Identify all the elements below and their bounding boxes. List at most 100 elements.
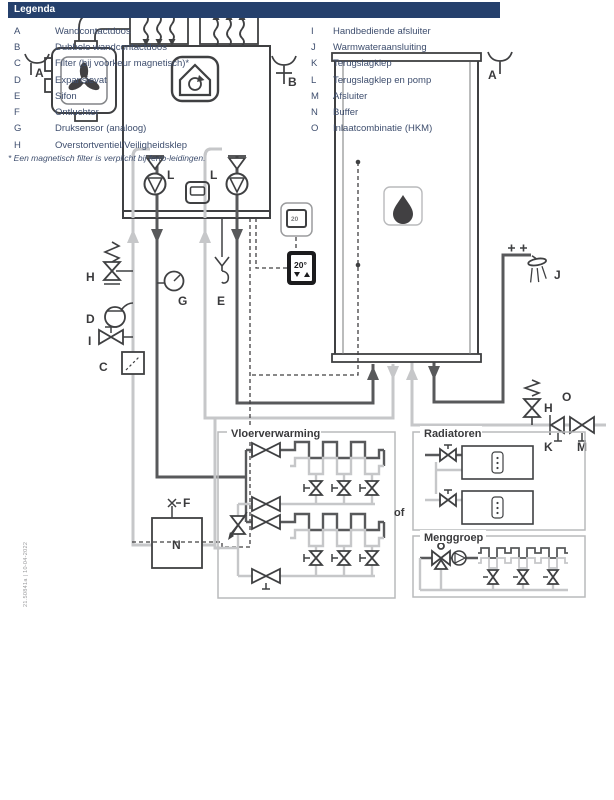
- pipe-dhw-supply: [235, 156, 375, 405]
- inlet-combination: H O K M: [521, 379, 595, 454]
- label-o: O: [562, 390, 571, 404]
- label-n: N: [172, 538, 181, 552]
- label-i: I: [88, 334, 91, 348]
- pressure-gauge-g: [157, 270, 185, 292]
- floor-coil-supply: [290, 512, 384, 532]
- mixing-group-box: Menggroep: [412, 530, 586, 598]
- legend-key: O: [311, 123, 319, 135]
- legend-key: F: [14, 107, 20, 119]
- tank-sensor-dot: [355, 262, 361, 268]
- buffer-tank: N F: [151, 496, 203, 569]
- safety-valve-h-right: [521, 379, 543, 425]
- label-e: E: [217, 294, 225, 308]
- legend-footnote: * Een magnetisch filter is verplicht bij…: [8, 153, 206, 163]
- legend-label: Afsluiter: [333, 90, 368, 102]
- floor-heating-title: Vloerverwarming: [231, 428, 320, 440]
- socket-b: B: [271, 55, 297, 89]
- arrow-cold-in: [406, 366, 418, 380]
- legend-item: E Sifon: [8, 88, 189, 104]
- legend-key: N: [311, 107, 318, 119]
- legend-key: G: [14, 123, 22, 135]
- legend-key: H: [14, 139, 21, 151]
- down-arrow-icon: [142, 39, 150, 46]
- legend-item: K Terugslagklep: [305, 56, 432, 72]
- arrow-supply-down-1: [151, 229, 163, 243]
- legend-key: A: [14, 25, 21, 37]
- label-l-left: L: [167, 168, 174, 182]
- label-a-right: A: [488, 68, 497, 82]
- legend-title: Legenda: [14, 4, 56, 15]
- legend-key: B: [14, 41, 21, 53]
- check-valve-k: [549, 415, 565, 442]
- temp-up-icon: [304, 272, 310, 277]
- shower-icon: [527, 255, 547, 283]
- legend-label: Terugslagklep en pomp: [333, 74, 432, 86]
- legend-key: K: [311, 58, 318, 70]
- legend-title-bar: Legenda: [8, 2, 500, 18]
- socket-a-right: A: [487, 51, 513, 82]
- radiators-title: Radiatoren: [424, 428, 482, 440]
- label-k: K: [544, 440, 553, 454]
- dhw-tank: [331, 52, 482, 363]
- wall-thermostat: 20°: [287, 251, 316, 285]
- legend-item: O Inlaatcombinatie (HKM): [305, 121, 432, 137]
- check-valve-pump-right: [225, 155, 249, 196]
- legend-key: J: [311, 41, 316, 53]
- siphon-e: [214, 218, 230, 284]
- label-m: M: [577, 440, 587, 454]
- hydraulic-schematic: A B A L: [23, 6, 606, 607]
- floor-coil-return: [290, 456, 384, 476]
- bypass-valve: [228, 511, 248, 540]
- label-f: F: [183, 496, 190, 510]
- radiators-box: Radiatoren: [412, 426, 586, 531]
- floor-heating-box: Vloerverwarming: [215, 426, 396, 599]
- label-g: G: [178, 294, 187, 308]
- legend-key: E: [14, 90, 21, 102]
- check-valve-pump-left: [143, 155, 167, 196]
- label-h-right: H: [544, 401, 553, 415]
- legend-item: J Warmwateraansluiting: [305, 39, 432, 55]
- legend-label: Inlaatcombinatie (HKM): [333, 123, 433, 135]
- label-l-right: L: [210, 168, 217, 182]
- legend-label: Warmwateraansluiting: [333, 41, 427, 53]
- label-d: D: [86, 312, 95, 326]
- legend-label: Ontluchter: [55, 107, 99, 119]
- legend-label: Terugslagklep: [333, 58, 392, 70]
- shower: J: [508, 244, 561, 283]
- radiator-valve: [439, 444, 457, 508]
- arrow-hot-out: [428, 366, 440, 380]
- legend-label: Overstortventiel/Veiligheidsklep: [55, 139, 188, 151]
- pipe-cold-feed: [410, 362, 606, 427]
- legend-label: Filter (bij voorkeur magnetisch)*: [55, 58, 190, 70]
- expansion-vessel-d: [104, 302, 134, 328]
- fan-icon: [68, 62, 100, 91]
- return-stub-left: [131, 147, 150, 218]
- return-stub-right: [203, 147, 222, 218]
- label-h-left: H: [86, 270, 95, 284]
- filter-c: [121, 351, 145, 375]
- outdoor-unit: [44, 40, 117, 122]
- label-a-left: A: [35, 66, 44, 80]
- manual-valve-i: [98, 326, 133, 346]
- legend-label: Sifon: [55, 90, 77, 102]
- arrow-return-up-2: [199, 229, 211, 243]
- arrow-return-up-1: [127, 229, 139, 243]
- shutoff-valve-m: [569, 415, 595, 442]
- floor-coil-return: [290, 528, 384, 548]
- room-thermostat: 20: [280, 202, 313, 237]
- mixing-valve-icon: [431, 542, 451, 570]
- loop-valves: [303, 480, 380, 566]
- legend-item: H Overstortventiel/Veiligheidsklep: [8, 137, 189, 153]
- arrow-supply-down-2: [231, 229, 243, 243]
- label-b: B: [288, 75, 297, 89]
